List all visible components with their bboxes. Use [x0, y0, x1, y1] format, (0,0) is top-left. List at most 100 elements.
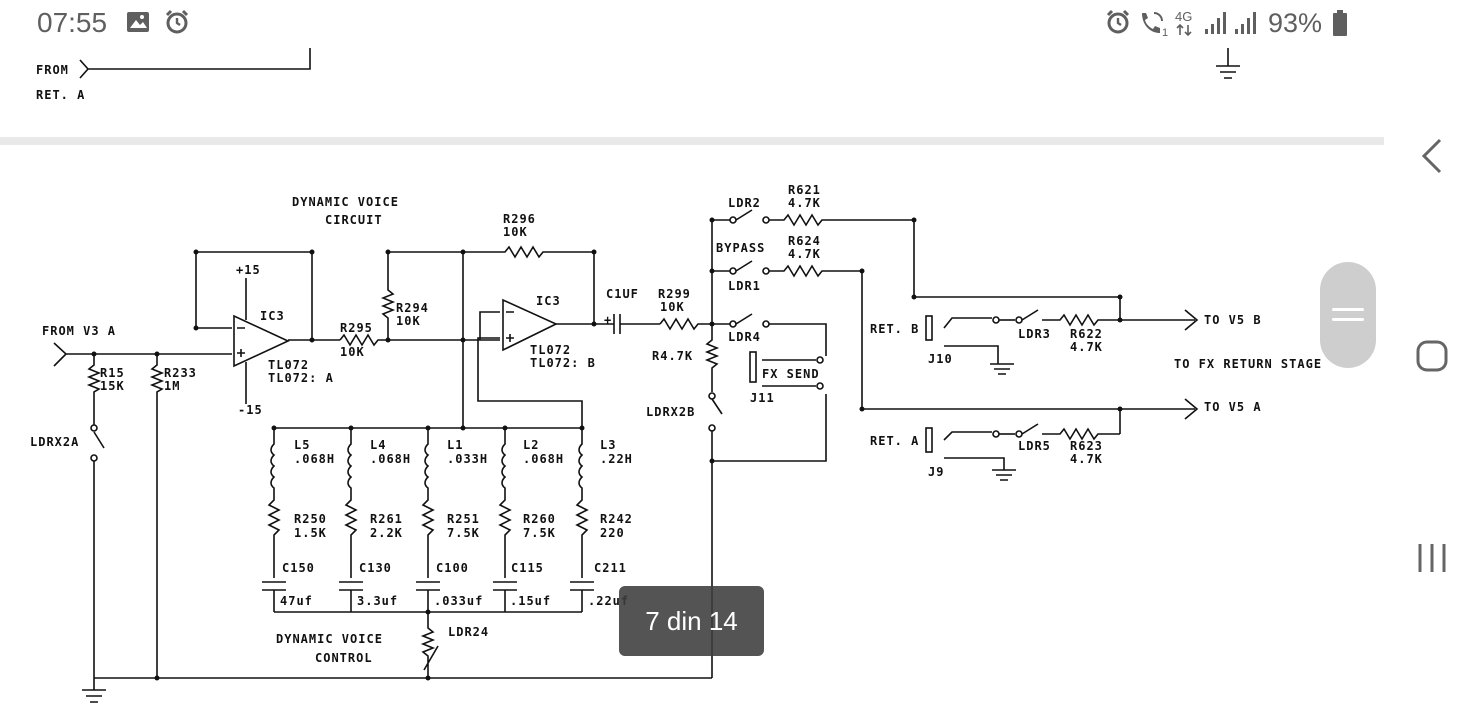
input-label: FROM V3 A: [42, 324, 116, 338]
l2-value: .068H: [523, 452, 564, 466]
r623-label: R623: [1070, 439, 1103, 453]
title-circuit-2: CIRCUIT: [325, 213, 383, 227]
c130-label: C130: [359, 561, 392, 575]
r250-label: R250: [294, 512, 327, 526]
r294-label: R294: [396, 301, 429, 315]
r295-value: 10K: [340, 345, 365, 359]
ldr24-label: LDR24: [448, 625, 489, 639]
r296-value: 10K: [503, 225, 528, 239]
j11-label: J11: [750, 391, 775, 405]
r260-label: R260: [523, 512, 556, 526]
tl072-a-label: TL072: [268, 358, 309, 372]
r242-label: R242: [600, 512, 633, 526]
l3-label: L3: [600, 438, 616, 452]
ret-a-label: RET. A: [870, 434, 919, 448]
r621-label: R621: [788, 183, 821, 197]
r621-value: 4.7K: [788, 196, 821, 210]
to-fx-label: TO FX RETURN STAGE: [1174, 357, 1322, 371]
c115-value: .15uf: [510, 594, 551, 608]
r261a-value: 2.2K: [370, 526, 403, 540]
battery-percent: 93%: [1268, 8, 1323, 38]
ldrx2a-label: LDRX2A: [30, 435, 79, 449]
r294-value: 10K: [396, 314, 421, 328]
ldr4-label: LDR4: [728, 330, 761, 344]
l5-label: L5: [294, 438, 310, 452]
l1-label: L1: [447, 438, 463, 452]
fast-scroll-handle[interactable]: [1320, 262, 1376, 368]
fx-send-label: FX SEND: [762, 367, 820, 381]
ret-b-label: RET. B: [870, 322, 919, 336]
alarm-icon: [1106, 9, 1130, 34]
r624-value: 4.7K: [788, 247, 821, 261]
c150-value: 47uf: [280, 594, 313, 608]
tl072-b-label: TL072: [530, 343, 571, 357]
network-label: 4G: [1175, 9, 1192, 24]
title-control-1: DYNAMIC VOICE: [276, 632, 383, 646]
r299-value: 10K: [660, 300, 685, 314]
r233-value: 1M: [164, 379, 180, 393]
r47k-label: R4.7K: [652, 349, 693, 363]
r251-value: 7.5K: [447, 526, 480, 540]
l2-label: L2: [523, 438, 539, 452]
to-v5b-label: TO V5 B: [1204, 313, 1262, 327]
l1-value: .033H: [447, 452, 488, 466]
ldr5-label: LDR5: [1018, 439, 1051, 453]
battery-icon: [1333, 10, 1347, 36]
c211-label: C211: [594, 561, 627, 575]
r624-label: R624: [788, 234, 821, 248]
bypass-label: BYPASS: [716, 241, 765, 255]
home-button[interactable]: [1384, 316, 1480, 396]
recents-button[interactable]: [1384, 518, 1480, 598]
r15-value: 15K: [100, 379, 125, 393]
j9-label: J9: [928, 465, 944, 479]
r250-value: 1.5K: [294, 526, 327, 540]
4g-icon: 4G: [1175, 9, 1192, 37]
r242-value: 220: [600, 526, 625, 540]
c115-label: C115: [511, 561, 544, 575]
back-button[interactable]: [1384, 116, 1480, 196]
c1uf-label: C1UF: [606, 287, 639, 301]
c1uf-plus: +: [604, 313, 612, 327]
r622-label: R622: [1070, 327, 1103, 341]
wifi-call-icon: 1: [1142, 12, 1168, 37]
previous-page-fragment: FROM RET. A: [0, 48, 1384, 137]
c150-label: C150: [282, 561, 315, 575]
tl072-b2-label: TL072: B: [530, 356, 596, 370]
c100-value: .033uf: [434, 594, 483, 608]
ldrx2b-label: LDRX2B: [646, 405, 695, 419]
l5-value: .068H: [294, 452, 335, 466]
l4-value: .068H: [370, 452, 411, 466]
c130-value: 3.3uf: [357, 594, 398, 608]
title-circuit-1: DYNAMIC VOICE: [292, 195, 399, 209]
label-from: FROM: [36, 63, 69, 77]
alarm-icon: [165, 9, 189, 34]
page-divider: [0, 137, 1384, 145]
status-bar: 07:55 1 4G 93%: [0, 0, 1384, 48]
minus15-label: -15: [238, 403, 263, 417]
j10-label: J10: [928, 352, 953, 366]
ic3-a-label: IC3: [260, 309, 285, 323]
image-icon: [127, 12, 149, 32]
signal-icon: [1205, 12, 1226, 34]
r623-value: 4.7K: [1070, 452, 1103, 466]
signal-icon: [1235, 12, 1256, 34]
clock: 07:55: [37, 7, 108, 38]
r261a-label: R261: [370, 512, 403, 526]
recents-icon: [1418, 544, 1446, 572]
sim-label: 1: [1162, 27, 1168, 37]
l4-label: L4: [370, 438, 386, 452]
c211-value: .22uf: [588, 594, 629, 608]
home-icon: [1416, 340, 1448, 372]
r295-label: R295: [340, 321, 373, 335]
r299-label: R299: [658, 287, 691, 301]
r15-label: R15: [100, 366, 125, 380]
tl072-a2-label: TL072: A: [268, 371, 334, 385]
label-ret-a: RET. A: [36, 88, 85, 102]
ic3-b-label: IC3: [536, 294, 561, 308]
navigation-bar: [1384, 0, 1480, 720]
schematic-page[interactable]: DYNAMIC VOICE CIRCUIT DYNAMIC VOICE CONT…: [0, 145, 1384, 720]
r233-label: R233: [164, 366, 197, 380]
r296-label: R296: [503, 212, 536, 226]
l3-value: .22H: [600, 452, 633, 466]
r251-label: R251: [447, 512, 480, 526]
